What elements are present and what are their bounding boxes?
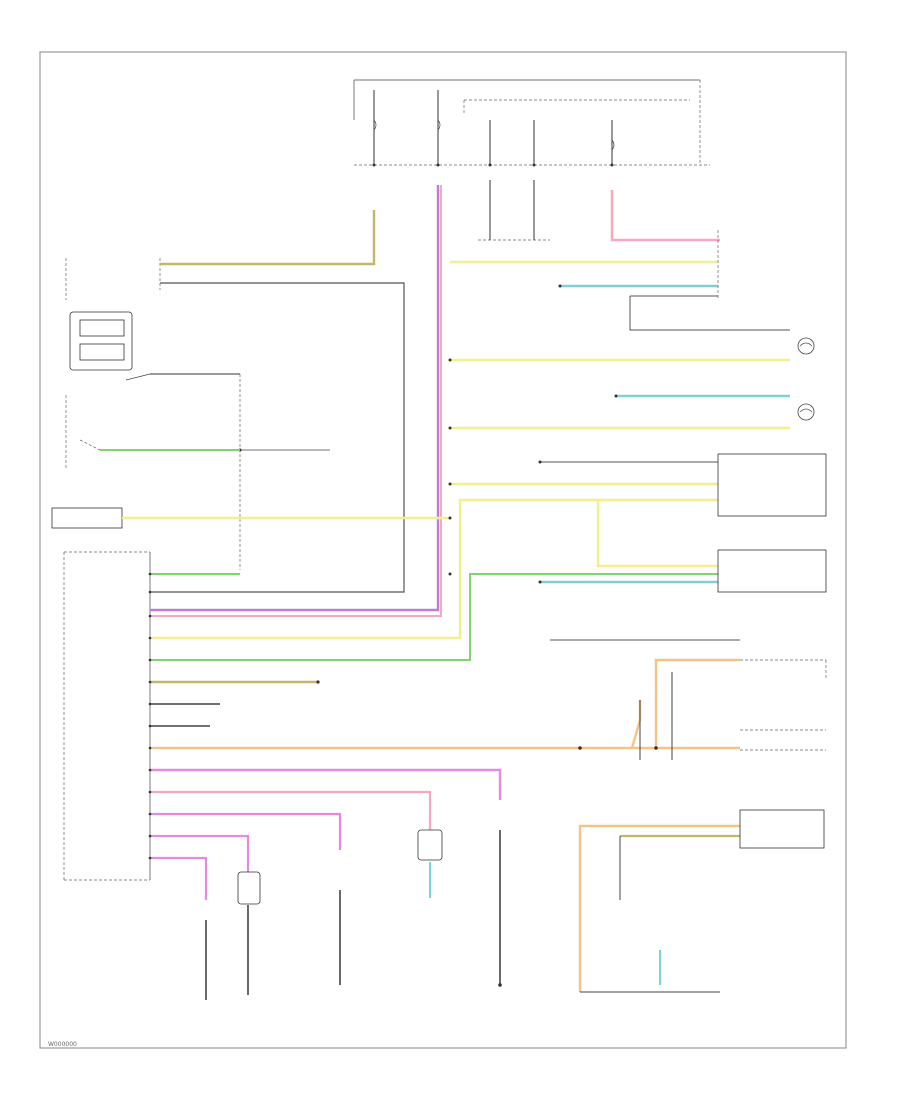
wire-pink-top-right <box>610 190 720 242</box>
diagram-frame <box>39 51 847 1049</box>
wire-orange-4 <box>578 824 740 992</box>
left-switch <box>79 258 330 570</box>
wire-violet-long <box>150 185 440 612</box>
right-connectors <box>717 230 827 849</box>
wire-olive-top <box>160 210 376 266</box>
wire-pink-2 <box>150 790 432 830</box>
wire-magenta-2 <box>150 812 342 850</box>
wire-magenta-1 <box>150 768 502 800</box>
lower-components <box>237 659 826 905</box>
wire-green-3 <box>150 573 718 661</box>
lamp-bulb-icon <box>797 337 815 355</box>
wire-orange-3 <box>630 700 642 749</box>
wire-yellow-7 <box>596 500 718 568</box>
footer-code: W000000 <box>48 1041 77 1048</box>
harness-pins <box>148 284 658 987</box>
left-components <box>51 258 151 881</box>
wire-magenta-3 <box>150 834 250 872</box>
wire-yellow-2 <box>150 498 718 640</box>
fuse-block-area <box>353 79 710 241</box>
wire-dark-top <box>150 282 405 593</box>
wire-orange-2 <box>654 658 740 748</box>
lamp-bulb-icon <box>797 403 815 421</box>
wire-magenta-4 <box>150 856 208 900</box>
wire-pink-long <box>150 185 442 617</box>
